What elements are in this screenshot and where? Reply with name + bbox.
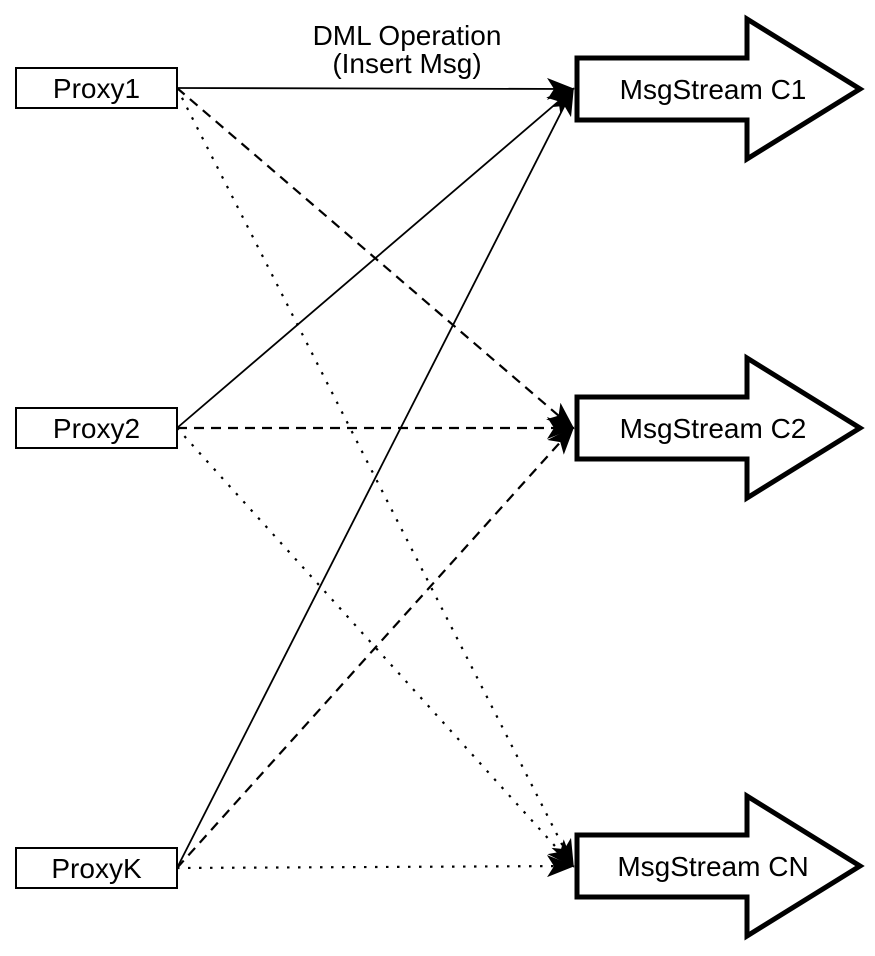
proxy-label-proxyk: ProxyK — [51, 853, 142, 884]
proxy-node-proxy2: Proxy2 — [15, 407, 178, 449]
edge-proxy2-c1-solid — [176, 87, 575, 429]
proxy-node-proxyk: ProxyK — [15, 847, 178, 889]
proxy-box-proxyk — [15, 847, 178, 889]
stream-label-cn: MsgStream CN — [617, 851, 808, 882]
proxy-box-proxy2 — [15, 407, 178, 449]
stream-arrow-shape-c2 — [574, 353, 865, 503]
proxy-node-proxy1: Proxy1 — [15, 67, 178, 109]
proxy-box-proxy1 — [15, 67, 178, 109]
stream-node-c1: MsgStream C1 — [574, 14, 865, 164]
stream-label-c2: MsgStream C2 — [620, 413, 807, 444]
edge-proxyk-cn-dotted — [176, 855, 575, 878]
edges-layer — [176, 77, 575, 878]
edge-label-insert-msg: (Insert Msg) — [332, 48, 481, 79]
edge-proxy1-c1-solid — [176, 77, 575, 100]
stream-node-c2: MsgStream C2 — [574, 353, 865, 503]
edge-proxy1-cn-dotted — [176, 87, 574, 868]
stream-node-cn: MsgStream CN — [574, 791, 865, 941]
stream-label-c1: MsgStream C1 — [620, 74, 807, 105]
stream-arrow-shape-cn — [574, 791, 865, 941]
proxy-label-proxy2: Proxy2 — [53, 413, 140, 444]
edge-label-dml-operation: DML Operation — [313, 20, 502, 51]
stream-arrow-shape-c1 — [574, 14, 865, 164]
edge-proxyk-c1-solid — [176, 87, 574, 869]
edge-proxyk-c2-dashed — [176, 426, 575, 869]
proxy-label-proxy1: Proxy1 — [53, 73, 140, 104]
